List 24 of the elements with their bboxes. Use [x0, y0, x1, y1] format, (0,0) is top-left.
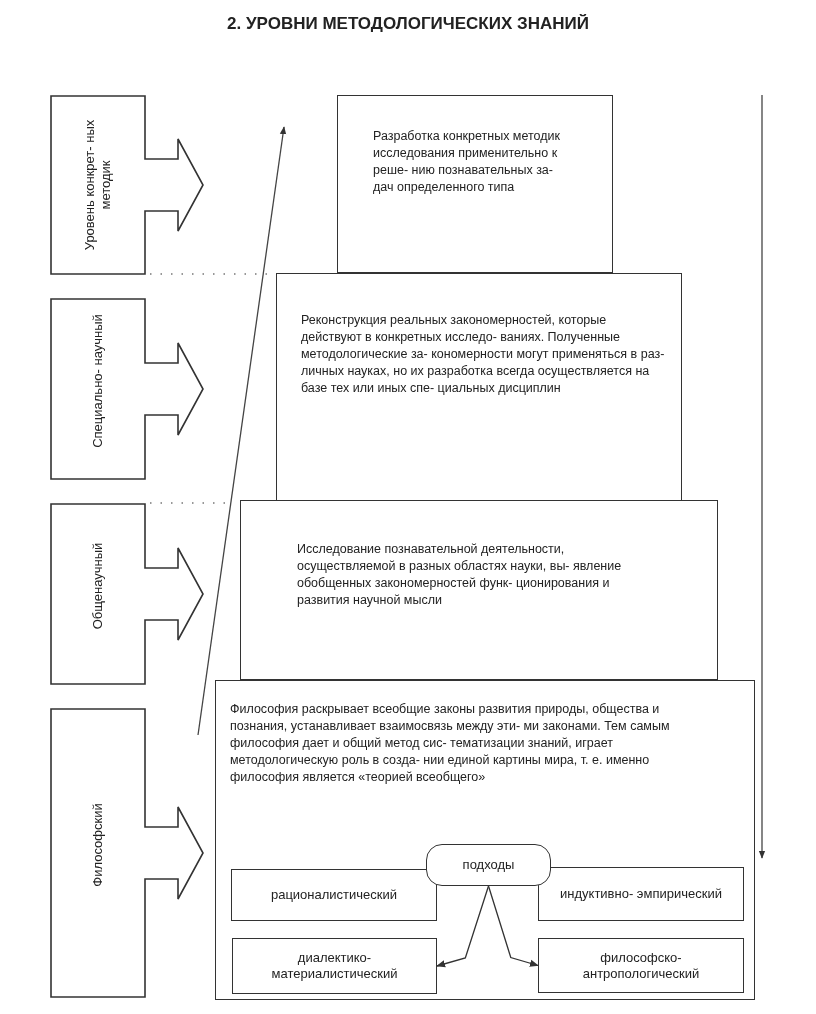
- level-label: Философский: [89, 802, 106, 889]
- description-text: Философия раскрывает всеобщие законы развития природы, общества и познания, устанавливает взаимосвязь между эти- ми законами. Тем самым философия дает и общий метод сис- тематизации знаний, играет методологическую роль в созда- нии единой картины мира, т. е. именно философия является «теорией всеобщего»: [230, 701, 671, 786]
- description-box: [337, 95, 613, 273]
- level-label: Уровень конкрет- ных методик: [81, 118, 114, 253]
- approach-box: диалектико- материалистический: [232, 938, 437, 994]
- approach-box: рационалистический: [231, 869, 437, 921]
- description-text: Исследование познавательной деятельности, осуществляемой в разных областях науки, вы- явление обобщенных закономерностей функ- ционирования и развития научной мысли: [297, 541, 623, 609]
- description-box: [240, 500, 718, 680]
- level-arrow-box: [50, 95, 205, 275]
- description-box: [276, 273, 682, 501]
- level-label: Специально- научный: [89, 313, 106, 450]
- level-arrow-box: [50, 708, 205, 998]
- description-text: Разработка конкретных методик исследования применительно к реше- нию познавательных за- дач определенного типа: [373, 128, 561, 196]
- approaches-pill: подходы: [426, 844, 551, 886]
- diagram-title: 2. УРОВНИ МЕТОДОЛОГИЧЕСКИХ ЗНАНИЙ: [226, 14, 590, 34]
- description-box: [215, 680, 755, 1000]
- description-text: Реконструкция реальных закономерностей, которые действуют в конкретных исследо- ваниях. Полученные методологические за- кономерности могут применяться в раз- личных науках, но их разработка всегда осуществляется на базе тех или иных спе- циальных дисциплин: [301, 312, 666, 397]
- level-arrow-box: [50, 503, 205, 685]
- arrow: [487, 885, 539, 967]
- level-label: Общенаучный: [89, 541, 106, 632]
- arrow: [436, 885, 490, 968]
- approach-box: философско- антропологический: [538, 938, 744, 993]
- approach-box: индуктивно- эмпирический: [538, 867, 744, 921]
- level-arrow-box: [50, 298, 205, 480]
